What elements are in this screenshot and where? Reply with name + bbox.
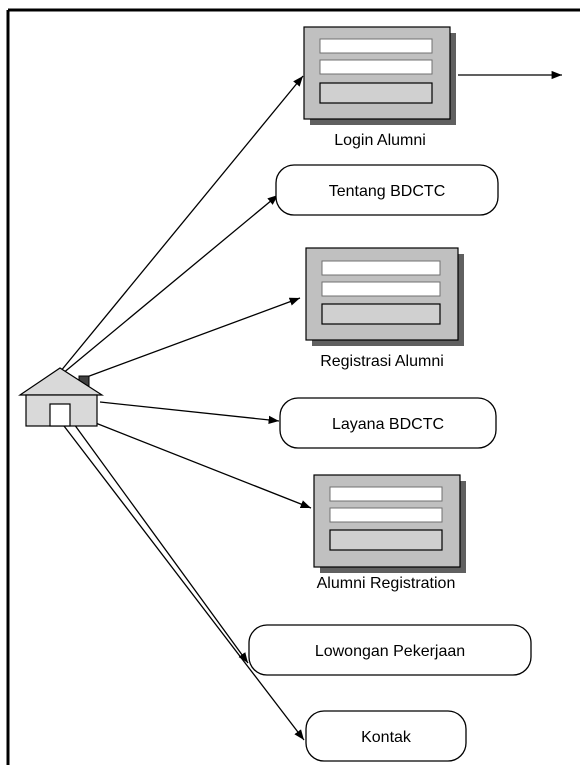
house-roof [18, 367, 105, 396]
edge-home-lowongan [73, 423, 249, 664]
form-icon [305, 247, 464, 346]
node-label: Lowongan Pekerjaan [315, 643, 465, 660]
edge-home-login [59, 75, 304, 373]
edge-home-registrasi [83, 297, 301, 379]
edge-home-layana [99, 401, 280, 425]
node-tentang-bdctc[interactable]: Tentang BDCTC [275, 164, 499, 216]
node-label: Alumni Registration [317, 575, 456, 592]
node-registrasi-alumni[interactable]: Registrasi Alumni [305, 247, 464, 370]
edges [59, 70, 562, 741]
node-login-alumni[interactable]: Login Alumni [303, 26, 456, 149]
node-layana-bdctc[interactable]: Layana BDCTC [279, 397, 497, 449]
page-box [248, 624, 532, 676]
form-icon [313, 474, 466, 573]
edge-home-kontak [63, 425, 305, 741]
edge-home-tentang [61, 194, 279, 375]
page-box [305, 710, 467, 762]
house-door [49, 403, 71, 427]
node-kontak[interactable]: Kontak [305, 710, 467, 762]
node-label: Registrasi Alumni [320, 353, 444, 370]
node-label: Login Alumni [334, 132, 426, 149]
node-label: Kontak [361, 729, 412, 746]
node-label: Layana BDCTC [332, 416, 444, 433]
house-icon[interactable] [18, 367, 105, 427]
page-box [275, 164, 499, 216]
node-label: Tentang BDCTC [329, 183, 446, 200]
edge-home-alumni-registration [87, 419, 312, 509]
page-box [279, 397, 497, 449]
form-icon [303, 26, 456, 125]
node-lowongan-pekerjaan[interactable]: Lowongan Pekerjaan [248, 624, 532, 676]
node-alumni-registration[interactable]: Alumni Registration [313, 474, 466, 592]
